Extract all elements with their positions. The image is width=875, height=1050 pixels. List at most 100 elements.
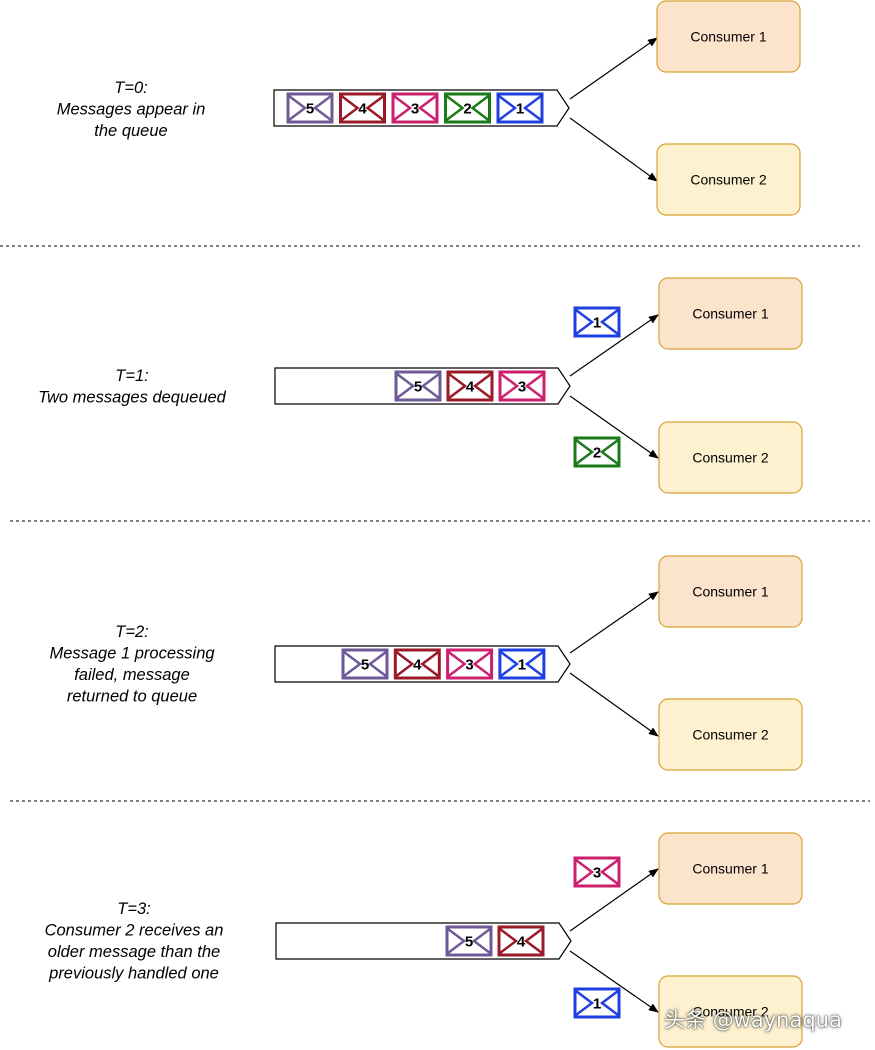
stage-caption-line: Messages appear in [57,101,206,119]
consumer-label: Consumer 1 [692,584,768,600]
dequeue-arrow [569,395,659,459]
message-number: 5 [465,934,473,951]
envelope-flap-right [599,859,619,885]
message-envelope: 4 [497,925,545,957]
stage-caption-line: the queue [94,122,167,140]
envelope-flap-left [395,651,415,677]
message-number: 3 [411,101,419,118]
envelope-flap-right [470,95,490,121]
message-number: 3 [593,865,601,882]
envelope-flap-left [288,95,308,121]
consumer-label: Consumer 2 [692,1004,768,1020]
dequeue-arrow [569,672,659,737]
envelope-flap-right [599,990,619,1016]
envelope-flap-right [524,373,544,399]
message-envelope: 5 [286,92,334,124]
consumer-box: Consumer 2 [656,143,801,216]
consumer-label: Consumer 1 [692,861,768,877]
envelope-flap-left [575,439,595,465]
dequeue-arrow [569,591,659,654]
envelope-flap-right [420,373,440,399]
envelope-flap-left [500,373,520,399]
consumer-box: Consumer 2 [658,421,803,494]
stage-t1: T=1: Two messages dequeued 5 4 3 Consumer 1 Co… [38,277,803,494]
envelope-flap-right [523,928,543,954]
consumer-label: Consumer 2 [692,450,768,466]
stage-separators [0,245,870,802]
stage-caption-line: T=0: [114,79,147,97]
message-number: 1 [593,315,601,332]
message-number: 3 [465,657,473,674]
message-number: 3 [518,379,526,396]
message-envelope: 2 [573,436,621,468]
dequeue-arrow [569,868,659,932]
stage-caption-line: T=2: [115,623,148,641]
envelope-flap-right [471,928,491,954]
stage-caption-line: Consumer 2 receives an [45,922,224,940]
envelope-flap-left [575,309,595,335]
message-number: 2 [593,445,601,462]
consumer-box: Consumer 1 [658,555,803,628]
envelope-flap-right [367,651,387,677]
consumer-box: Consumer 1 [658,832,803,905]
dequeue-arrow [569,37,658,100]
watermark-text: 头条 @waynaqua [664,1008,842,1032]
message-envelope: 3 [573,856,621,888]
envelope-flap-left [500,650,519,678]
message-number: 1 [518,657,526,674]
stage-caption: T=1: Two messages dequeued [38,367,227,407]
envelope-flap-right [472,373,492,399]
envelope-flap-left [447,651,467,677]
message-number: 4 [466,379,475,396]
consumer-box: Consumer 1 [656,0,801,73]
message-envelope: 4 [339,92,386,124]
message-number: 2 [463,101,471,118]
stage-caption: T=0: Messages appear in the queue [57,79,206,140]
message-number: 1 [593,996,601,1013]
queue-shape [275,922,572,960]
message-number: 5 [306,101,314,118]
message-envelope: 4 [393,648,441,680]
envelope-flap-left [393,95,413,121]
envelope-flap-left [343,651,363,677]
message-envelope: 1 [573,306,621,338]
stage-caption-line: returned to queue [67,688,197,706]
message-envelope: 1 [498,648,546,680]
stage-caption-line: T=3: [117,900,150,918]
message-envelope: 3 [391,92,439,124]
envelope-flap-left [396,373,416,399]
envelope-flap-right [417,95,437,121]
envelope-flap-left [448,373,468,399]
envelope-flap-right [365,95,385,121]
envelope-flap-right [599,439,619,465]
stage-caption-line: older message than the [48,943,220,961]
envelope-flap-left [575,990,595,1016]
message-envelope: 3 [446,648,494,680]
envelope-flap-right [599,309,619,335]
stage-caption-line: failed, message [74,666,190,684]
stage-caption-line: Two messages dequeued [38,389,227,407]
consumer-box: Consumer 2 [658,975,803,1048]
stage-caption-line: T=1: [115,367,148,385]
envelope-flap-left [575,859,595,885]
envelope-flap-right [312,95,332,121]
message-number: 1 [516,101,524,118]
message-envelope: 2 [444,92,491,124]
stage-t3: T=3: Consumer 2 receives an older message … [45,832,803,1048]
envelope-flap-left [445,95,465,121]
envelope-flap-right [522,95,542,121]
envelope-flap-left [447,928,467,954]
envelope-flap-left [340,95,360,121]
message-envelope: 3 [498,370,546,402]
message-number: 5 [414,379,422,396]
message-envelope: 5 [445,925,493,957]
dequeue-arrow [569,950,659,1013]
consumer-box: Consumer 2 [658,698,803,771]
message-number: 5 [361,657,369,674]
message-envelope: 5 [394,370,442,402]
consumer-label: Consumer 1 [692,306,768,322]
consumer-label: Consumer 2 [692,727,768,743]
